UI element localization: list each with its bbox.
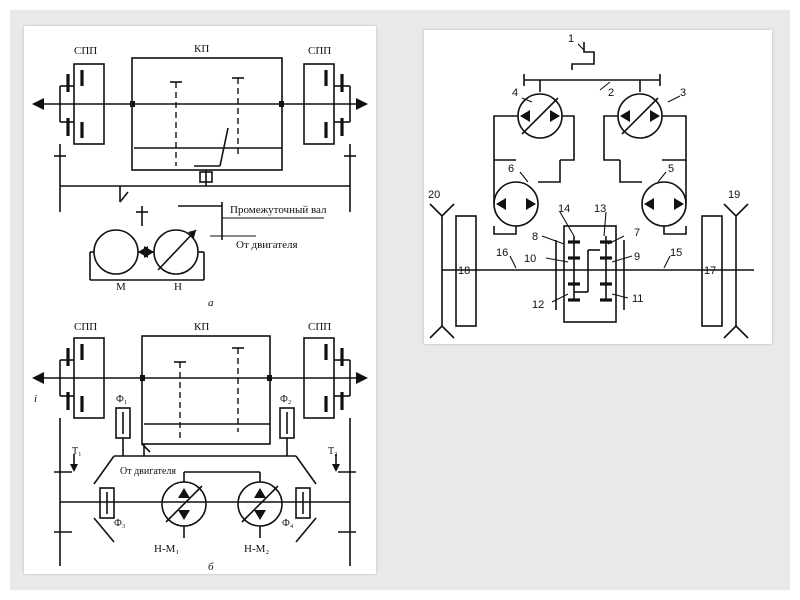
transmission-diagrams-a-b: СПП КП СПП Промежуточный вал От двигател…: [32, 43, 368, 573]
label-spp-left-b: СПП: [74, 321, 97, 333]
label-t1: Т₁: [72, 446, 82, 457]
number-18: 18: [458, 265, 470, 277]
label-nm2: Н-М₂: [244, 543, 269, 555]
number-4: 4: [512, 87, 518, 99]
number-7: 7: [634, 227, 640, 239]
label-f1: Ф₁: [116, 394, 127, 405]
hydrostatic-transmission-diagram: 1 2 3 4 5 6 7 8 9 10 11 12 13 14 15 16 1…: [428, 33, 754, 339]
number-8: 8: [532, 231, 538, 243]
label-f3: Ф₃: [114, 518, 125, 529]
caption-b: б: [208, 561, 214, 573]
diagram-a: СПП КП СПП Промежуточный вал От двигател…: [32, 43, 368, 309]
diagram-b: СПП КП СПП i Ф₁ Ф₂ Т₁ Т₂ От двигателя Ф₃…: [32, 321, 368, 573]
number-20: 20: [428, 189, 440, 201]
number-1: 1: [568, 33, 574, 45]
number-11: 11: [632, 293, 643, 305]
label-spp-left-a: СПП: [74, 45, 97, 57]
label-m: М: [116, 281, 126, 293]
number-5: 5: [668, 163, 674, 175]
label-f4: Ф₄: [282, 518, 294, 529]
number-17: 17: [704, 265, 716, 277]
label-kp-b: КП: [194, 321, 209, 333]
label-i: i: [34, 393, 37, 405]
left-diagram-sheet: СПП КП СПП Промежуточный вал От двигател…: [24, 26, 376, 574]
label-spp-right-a: СПП: [308, 45, 331, 57]
number-15: 15: [670, 247, 682, 259]
number-3: 3: [680, 87, 686, 99]
number-13: 13: [594, 203, 606, 215]
label-from-engine-b: От двигателя: [120, 466, 176, 477]
label-spp-right-b: СПП: [308, 321, 331, 333]
label-t2: Т₂: [328, 446, 338, 457]
number-14: 14: [558, 203, 570, 215]
number-19: 19: [728, 189, 740, 201]
number-16: 16: [496, 247, 508, 259]
caption-a: а: [208, 297, 214, 309]
number-2: 2: [608, 87, 614, 99]
right-diagram-sheet: 1 2 3 4 5 6 7 8 9 10 11 12 13 14 15 16 1…: [424, 30, 772, 344]
number-10: 10: [524, 253, 536, 265]
label-kp-a: КП: [194, 43, 209, 55]
label-intermediate-shaft: Промежуточный вал: [230, 204, 327, 216]
number-9: 9: [634, 251, 640, 263]
number-6: 6: [508, 163, 514, 175]
label-nm1: Н-М₁: [154, 543, 179, 555]
label-n: Н: [174, 281, 182, 293]
number-12: 12: [532, 299, 544, 311]
label-from-engine-a: От двигателя: [236, 239, 298, 251]
label-f2: Ф₂: [280, 394, 291, 405]
